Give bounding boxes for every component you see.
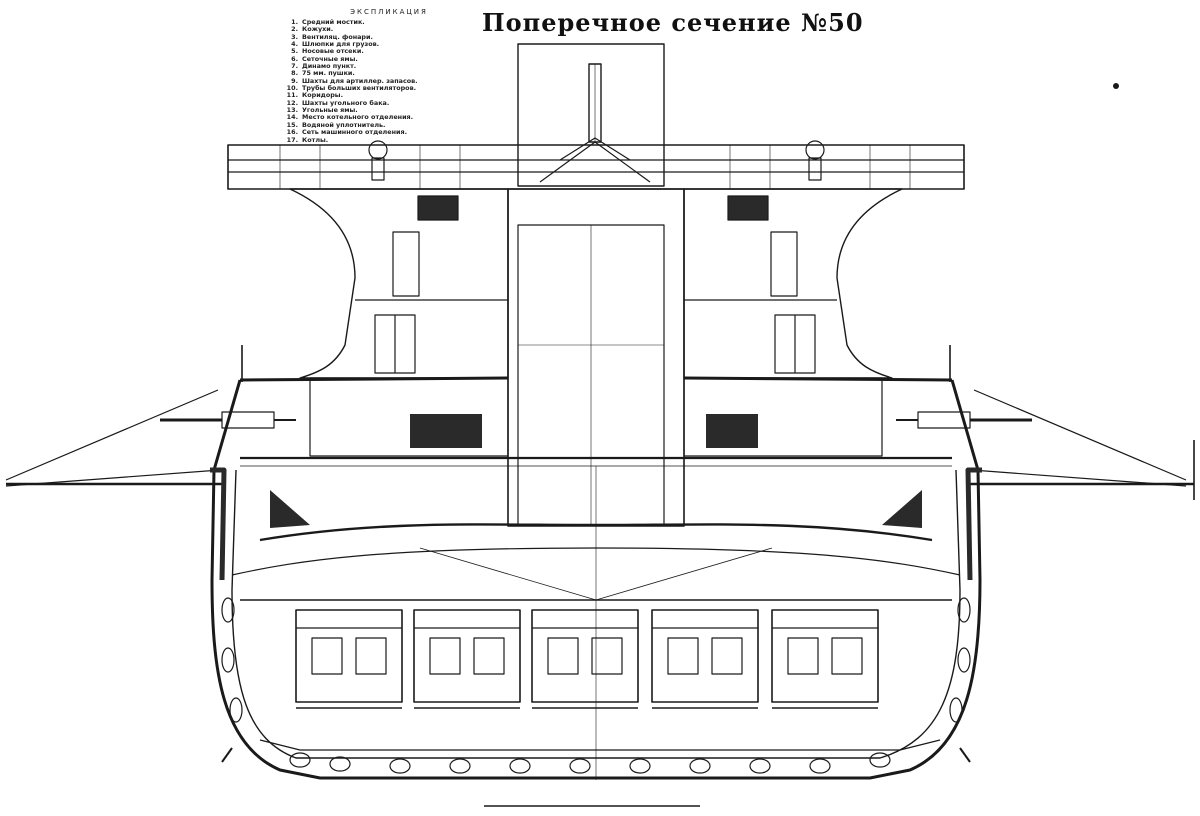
legend-item-12: 12. Шахты угольного бака. <box>284 98 464 107</box>
bilge-keel-right <box>959 747 971 763</box>
legend-item-number: 12. <box>286 98 298 107</box>
legend-item-text: Шахты угольного бака. <box>302 98 390 107</box>
legend-heading: Экспликация <box>350 8 428 16</box>
boiler <box>771 609 879 709</box>
legend: Экспликация 1. Средний мостик. 2. Кожухи. … <box>284 8 464 144</box>
legend-item-5: 5. Носовые отсеки. <box>284 47 464 56</box>
vent-grille-left <box>392 195 459 297</box>
legend-item-text: Коридоры. <box>302 91 343 100</box>
legend-item-text: Трубы больших вентиляторов. <box>302 84 417 93</box>
flying-bridge <box>227 140 965 190</box>
legend-item-text: Вентиляц. фонари. <box>302 32 373 41</box>
legend-item-7: 7. Динамо пункт. <box>284 62 464 71</box>
legend-item-text: Носовые отсеки. <box>302 47 364 56</box>
ink-dot <box>1113 83 1119 89</box>
legend-item-text: Сеточные ямы. <box>302 54 358 63</box>
cabin-window-right <box>774 314 816 374</box>
legend-item-number: 9. <box>291 76 298 85</box>
cabin-window-left <box>374 314 416 374</box>
coal-bunker-left <box>270 490 310 528</box>
boiler <box>295 609 403 709</box>
legend-item-text: Динамо пункт. <box>302 62 357 71</box>
legend-item-number: 13. <box>286 106 298 115</box>
legend-item-number: 17. <box>286 135 298 144</box>
legend-item-number: 2. <box>291 25 298 34</box>
bridge-lamp-right <box>805 140 825 181</box>
legend-item-1: 1. Средний мостик. <box>284 18 464 26</box>
legend-item-15: 15. Водяной уплотнитель. <box>284 120 464 129</box>
legend-item-14: 14. Место котельного отделения. <box>284 113 464 122</box>
legend-item-text: Место котельного отделения. <box>302 113 414 122</box>
gun-left <box>160 411 296 429</box>
legend-item-number: 7. <box>291 62 298 71</box>
boiler <box>651 609 759 709</box>
legend-item-number: 14. <box>286 113 298 122</box>
legend-item-number: 3. <box>291 32 298 41</box>
net-boom-right <box>968 389 1195 500</box>
vent-grille-right <box>727 195 798 297</box>
legend-item-number: 10. <box>286 84 298 93</box>
legend-item-16: 16. Сеть машинного отделения. <box>284 128 464 137</box>
superstructure <box>289 188 903 527</box>
boiler <box>531 609 639 709</box>
legend-item-number: 8. <box>291 69 298 78</box>
legend-item-8: 8. 75 мм. пушки. <box>284 69 464 78</box>
gun-right <box>896 411 1032 429</box>
boiler-row <box>295 609 879 709</box>
legend-item-9: 9. Шахты для артиллер. запасов. <box>284 76 464 85</box>
legend-item-10: 10. Трубы больших вентиляторов. <box>284 84 464 93</box>
legend-item-4: 4. Шлюпки для грузов. <box>284 40 464 49</box>
legend-item-17: 17. Котлы. <box>284 135 464 144</box>
legend-item-number: 15. <box>286 120 298 129</box>
legend-item-number: 5. <box>291 47 298 56</box>
upper-deck <box>239 376 953 467</box>
legend-item-text: Шахты для артиллер. запасов. <box>302 76 418 85</box>
legend-item-number: 4. <box>291 40 298 49</box>
legend-item-13: 13. Угольные ямы. <box>284 106 464 115</box>
coal-bunker-right <box>882 490 922 528</box>
bilge-keel-left <box>221 747 233 763</box>
legend-item-text: Средний мостик. <box>302 18 365 26</box>
legend-item-11: 11. Коридоры. <box>284 91 464 100</box>
legend-item-text: 75 мм. пушки. <box>302 69 355 78</box>
legend-item-number: 16. <box>286 128 298 137</box>
legend-item-3: 3. Вентиляц. фонари. <box>284 32 464 41</box>
funnel <box>517 43 665 187</box>
legend-item-text: Шлюпки для грузов. <box>302 40 380 49</box>
bridge-lamp-left <box>368 140 388 181</box>
legend-list: 1. Средний мостик. 2. Кожухи. 3. Вентиляц. … <box>284 18 464 144</box>
legend-item-number: 1. <box>291 18 298 26</box>
legend-item-6: 6. Сеточные ямы. <box>284 54 464 63</box>
legend-item-number: 6. <box>291 54 298 63</box>
net-boom-left <box>5 389 224 487</box>
legend-item-number: 11. <box>286 91 298 100</box>
legend-item-2: 2. Кожухи. <box>284 25 464 34</box>
legend-item-text: Кожухи. <box>302 25 334 34</box>
drawing-title: Поперечное сечение №50 <box>482 8 864 37</box>
boiler <box>413 609 521 709</box>
legend-item-text: Водяной уплотнитель. <box>302 120 386 129</box>
hull <box>210 379 982 780</box>
armored-deck <box>231 466 961 780</box>
legend-item-text: Сеть машинного отделения. <box>302 128 407 137</box>
legend-item-text: Котлы. <box>302 135 329 144</box>
double-bottom <box>221 597 971 774</box>
legend-item-text: Угольные ямы. <box>302 106 358 115</box>
